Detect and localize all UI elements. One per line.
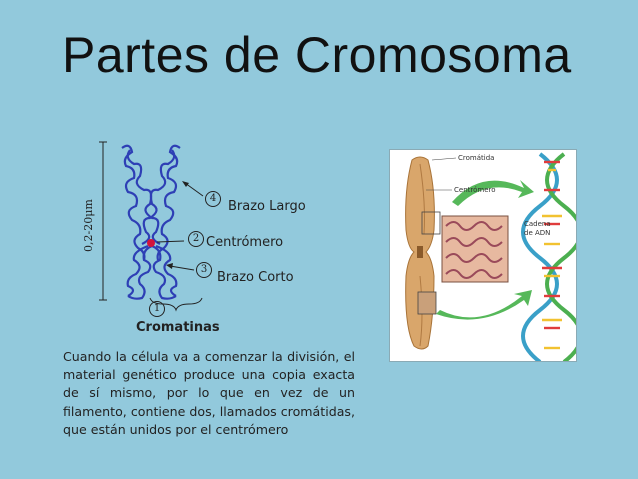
arrow-icon (452, 180, 534, 206)
centromere-dot (147, 239, 155, 247)
label-number-3: 3 (196, 262, 212, 278)
label-brazo-corto: Brazo Corto (217, 270, 294, 285)
label-cadena: Cadena (524, 220, 551, 228)
arrow-icon (436, 290, 532, 320)
label-centromero: Centrómero (206, 235, 284, 250)
label-number-2: 2 (188, 231, 204, 247)
centromere-band (417, 246, 423, 258)
label-cromatida: Cromátida (458, 154, 495, 162)
chromosome-body (405, 156, 435, 350)
label-de-adn: de ADN (524, 229, 551, 237)
label-brazo-largo: Brazo Largo (228, 199, 306, 214)
description-text: Cuando la célula va a comenzar la divisi… (63, 349, 355, 437)
slide-title: Partes de Cromosoma (62, 27, 572, 83)
label-number-1: 1 (149, 301, 165, 317)
label-cromatinas: Cromatinas (136, 320, 220, 335)
label-photo-centromero: Centrómero (454, 186, 496, 194)
label-number-4: 4 (205, 191, 221, 207)
scale-label: 0,2-20μm (82, 199, 95, 252)
dna-helix (521, 152, 576, 361)
chromosome-shape (121, 144, 181, 300)
chromosome-dna-illustration: Cromátida Centrómero Cadena de ADN (389, 149, 577, 362)
